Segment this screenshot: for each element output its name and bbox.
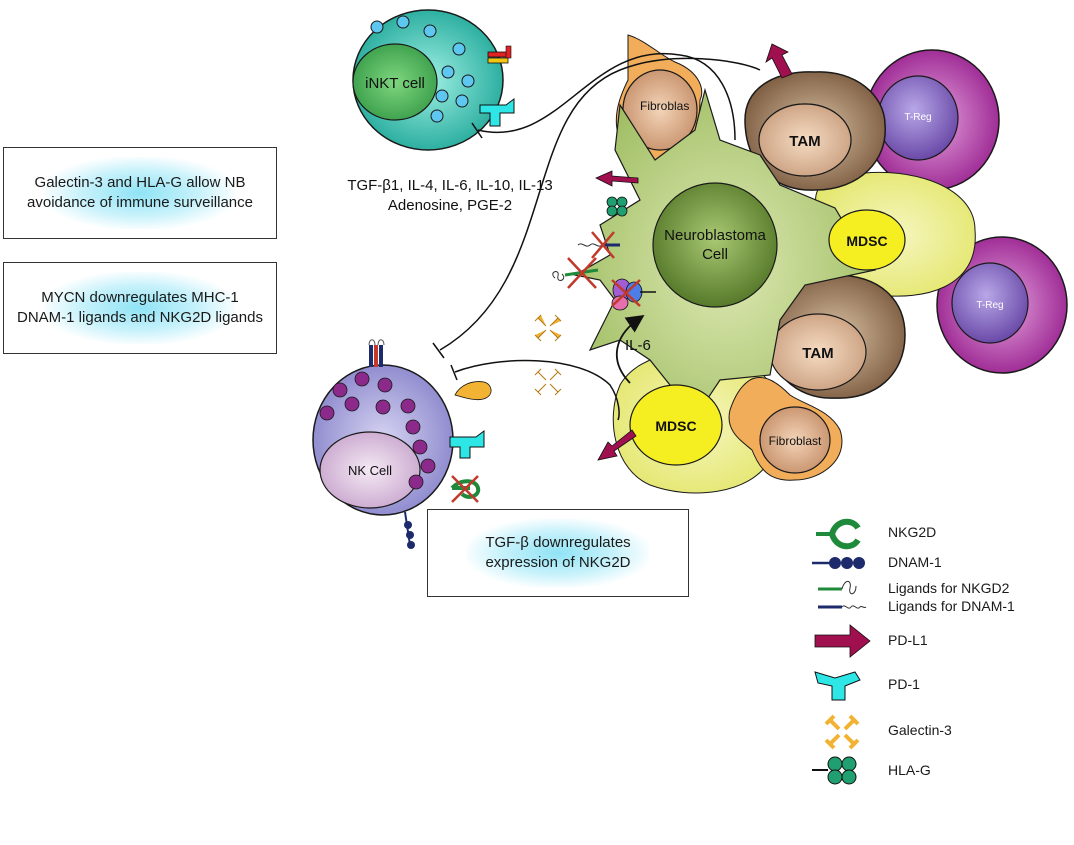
tgf-info-box: TGF-β downregulates expression of NKG2D (427, 509, 689, 597)
galectin3-icon-b (534, 368, 562, 396)
legend-label-pdl1: PD-L1 (888, 632, 928, 648)
treg-label-bottom: T-Reg (976, 300, 1003, 311)
legend-label-nkg2d-ligand: Ligands for NKGD2 (888, 580, 1010, 596)
treg-cell-bottom: T-Reg (936, 236, 1068, 374)
blocked-mhc-icon (611, 278, 656, 311)
galectin3-icon-a (534, 314, 562, 342)
tam-label-bottom: TAM (802, 345, 833, 362)
tgf-box-line1: TGF-β downregulates (485, 534, 631, 551)
tam-cell-bottom: TAM (764, 273, 906, 399)
blocked-nkg2d-ligand (552, 257, 599, 289)
nk-dnam1-icon (404, 511, 415, 549)
fibroblast-label-top: Fibroblas (640, 99, 689, 113)
pdl1-arrows (595, 43, 793, 461)
nk-pd1-icon (449, 430, 485, 459)
pd1-icon (479, 98, 515, 127)
legend-label-dnam1-ligand: Ligands for DNAM-1 (888, 598, 1015, 614)
neuroblastoma-label-1: Neuroblastoma (664, 227, 766, 244)
neuroblastoma-label-2: Cell (702, 246, 728, 263)
inhibition-lines (432, 52, 761, 421)
legend-pdl1-icon (814, 624, 871, 658)
blocked-dnam1-ligand (577, 231, 620, 259)
cytokines-line2: Adenosine, PGE-2 (388, 197, 512, 214)
legend-dnam1-ligand-icon (818, 605, 867, 609)
il6-label: IL-6 (625, 337, 651, 354)
mycn-info-box: MYCN downregulates MHC-1 DNAM-1 ligands … (3, 262, 277, 354)
galectin-box-line2: avoidance of immune surveillance (27, 194, 253, 211)
nk-cell: NK Cell (312, 339, 492, 549)
galectin-info-box: Galectin-3 and HLA-G allow NB avoidance … (3, 147, 277, 239)
neuroblastoma-nucleus: Neuroblastoma Cell (652, 182, 778, 308)
fibroblast-bottom: Fibroblast (728, 377, 843, 481)
legend-galectin3-icon (824, 714, 860, 750)
hlag-icon-small (606, 196, 628, 217)
fibroblast-top (615, 34, 703, 162)
fibroblast-label-bottom: Fibroblast (769, 434, 822, 448)
mycn-box-line2: DNAM-1 ligands and NKG2D ligands (17, 309, 263, 326)
legend-pd1-icon (814, 671, 861, 701)
galectin-box-line1: Galectin-3 and HLA-G allow NB (34, 174, 246, 191)
mdsc-label-right: MDSC (846, 233, 887, 249)
nk-receptor-icon (368, 339, 385, 367)
legend-icons (812, 518, 871, 785)
mdsc-bottom: MDSC (629, 384, 723, 466)
inkt-label: iNKT cell (365, 75, 425, 92)
legend-label-dnam1: DNAM-1 (888, 554, 942, 570)
legend-nkg2d-icon (816, 518, 861, 550)
legend-label-pd1: PD-1 (888, 676, 920, 692)
legend-label-nkg2d: NKG2D (888, 524, 937, 540)
legend-label-hlag: HLA-G (888, 762, 931, 778)
tgf-box-line2: expression of NKG2D (485, 554, 631, 571)
mycn-box-line1: MYCN downregulates MHC-1 (41, 289, 239, 306)
cytokines-line1: TGF-β1, IL-4, IL-6, IL-10, IL-13 (347, 177, 552, 194)
nk-blocked-nkg2d (450, 475, 481, 503)
mdsc-right: MDSC (828, 209, 906, 271)
legend-label-galectin3: Galectin-3 (888, 722, 952, 738)
treg-label-top: T-Reg (904, 112, 931, 123)
legend-dnam1-icon (812, 557, 865, 569)
nk-lectin-icon (454, 381, 492, 401)
tcr-icon (487, 45, 512, 64)
nk-granules (319, 371, 436, 490)
legend-nkg2d-ligand-icon (818, 580, 857, 595)
tam-label-top-overlay: TAM (789, 133, 820, 150)
il6-arrow (615, 314, 645, 384)
legend-hlag-icon (812, 756, 857, 785)
inkt-cell: iNKT cell (352, 9, 515, 151)
mdsc-label-bottom: MDSC (655, 418, 696, 434)
inkt-granules (370, 15, 475, 123)
nk-label: NK Cell (348, 463, 392, 478)
